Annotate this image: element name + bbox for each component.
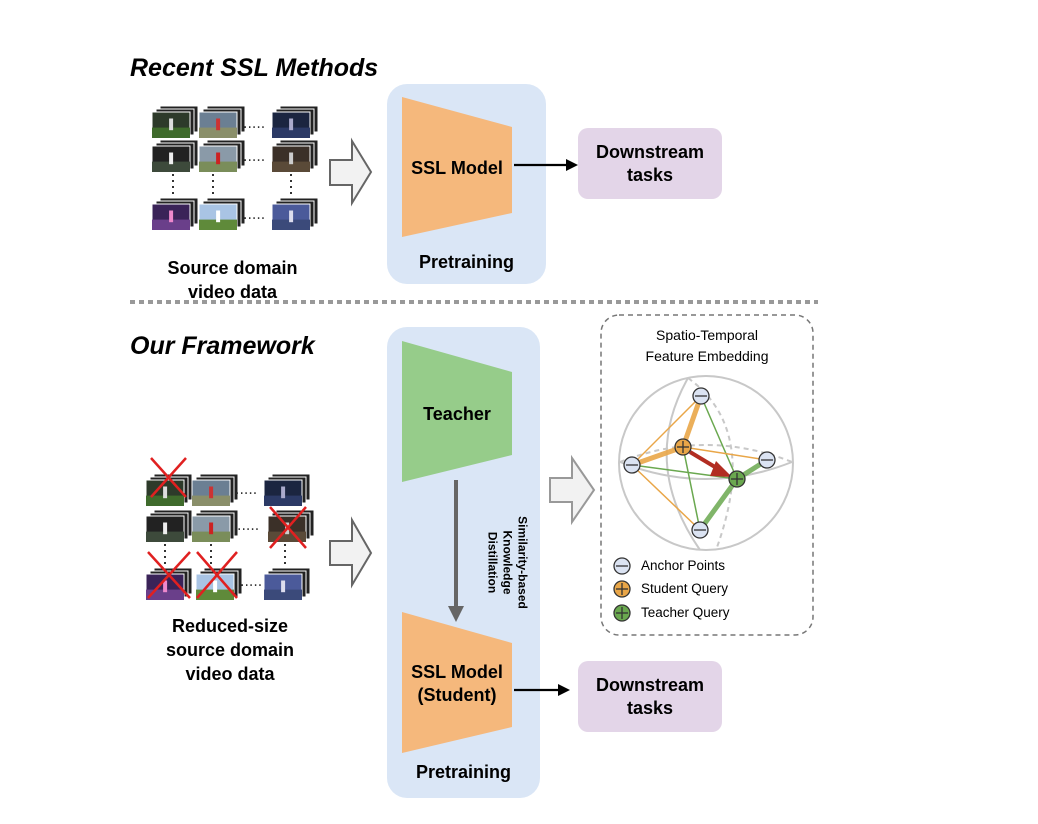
svg-text:.....: ..... xyxy=(243,116,265,132)
svg-text:.....: ..... xyxy=(237,518,259,534)
legend-anchor-label: Anchor Points xyxy=(641,558,726,573)
svg-text:.....: ..... xyxy=(243,207,265,223)
svg-text:.....: ..... xyxy=(243,149,265,165)
bottom-section-title: Our Framework xyxy=(130,332,315,360)
legend-anchor-icon xyxy=(613,557,631,575)
legend-student-label: Student Query xyxy=(641,581,729,596)
svg-text:.....: ..... xyxy=(235,482,257,498)
legend-teacher-icon xyxy=(613,604,631,622)
top-section-title: Recent SSL Methods xyxy=(130,54,379,82)
teacher-query-icon xyxy=(728,470,746,488)
legend-teacher-label: Teacher Query xyxy=(641,605,730,620)
top-source-label: Source domain video data xyxy=(167,258,298,302)
anchor-point-icons xyxy=(623,387,776,539)
bottom-source-label: Reduced-size source domain video data xyxy=(165,616,295,684)
removed-clip-crosses xyxy=(147,457,307,599)
top-video-thumbnails xyxy=(151,105,319,231)
bottom-pretraining-label: Pretraining xyxy=(415,762,512,782)
student-query-icon xyxy=(674,438,692,456)
student-label: SSL Model (Student) xyxy=(411,662,503,705)
top-pretraining-label: Pretraining xyxy=(418,252,515,272)
legend-student-icon xyxy=(613,580,631,598)
svg-text:.....: ..... xyxy=(240,574,262,590)
teacher-label: Teacher xyxy=(423,404,491,424)
embedding-title: Spatio-Temporal Feature Embedding xyxy=(645,327,769,364)
top-ssl-model-label: SSL Model xyxy=(411,158,503,178)
